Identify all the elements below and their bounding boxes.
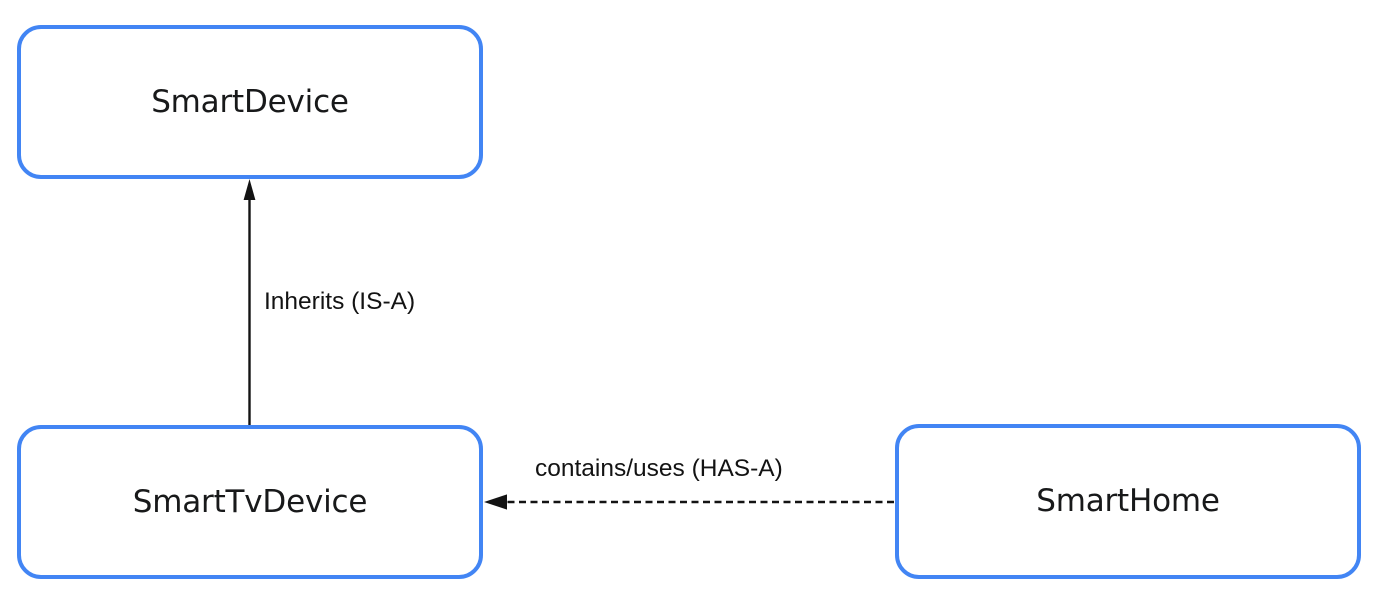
edge-contains-arrowhead [484, 494, 507, 510]
edge-inherits-arrowhead [243, 179, 256, 200]
class-node-smarthome[interactable]: SmartHome [895, 424, 1361, 579]
edge-contains [484, 494, 894, 510]
edge-label-inherits: Inherits (IS-A) [264, 288, 416, 315]
class-node-smarthome-label: SmartHome [1036, 483, 1220, 519]
edge-label-contains: contains/uses (HAS-A) [535, 455, 783, 482]
class-node-smartdevice-label: SmartDevice [151, 83, 349, 120]
edge-inherits [243, 179, 256, 425]
class-node-smarttvdevice[interactable]: SmartTvDevice [17, 425, 483, 579]
class-node-smartdevice[interactable]: SmartDevice [17, 25, 483, 179]
class-node-smarttvdevice-label: SmartTvDevice [132, 483, 368, 520]
